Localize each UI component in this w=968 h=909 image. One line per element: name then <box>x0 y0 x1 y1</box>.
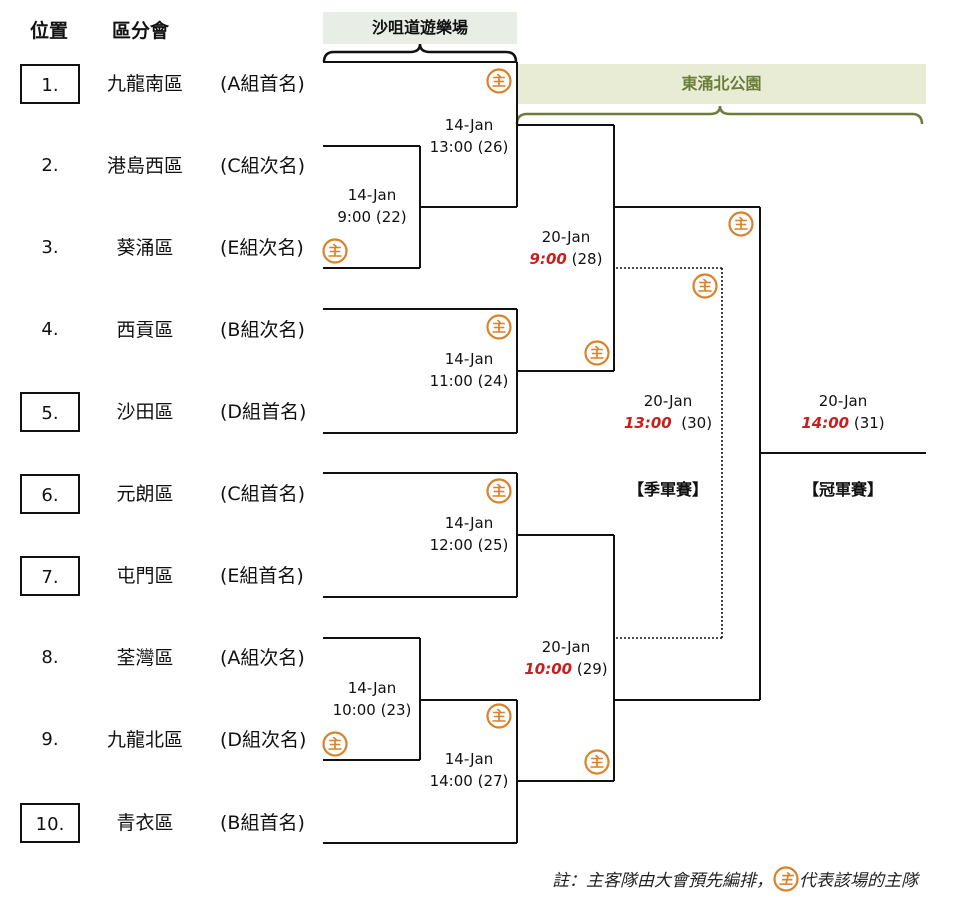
group-9: (D組次名) <box>220 729 307 751</box>
district-2: 港島西區 <box>106 155 183 177</box>
match-22-label: 14-Jan 9:00 (22) <box>337 186 407 226</box>
district-7: 屯門區 <box>116 565 174 587</box>
match-29-label: 20-Jan 10:00 (29) <box>524 638 608 678</box>
match-28-label: 20-Jan 9:00 (28) <box>529 228 603 268</box>
match-24-label: 14-Jan 11:00 (24) <box>429 350 509 390</box>
home-team-icon: 主 <box>486 68 512 94</box>
home-team-icon: 主 <box>322 238 348 264</box>
group-1: (A組首名) <box>220 73 305 95</box>
home-team-icon: 主 <box>728 211 754 237</box>
svg-text:主: 主 <box>492 708 506 725</box>
final-title: 【冠軍賽】 <box>802 480 884 499</box>
match-30-label: 20-Jan 13:00 (30) <box>623 392 713 432</box>
position-box-5: 5. <box>20 392 80 432</box>
district-5: 沙田區 <box>116 401 174 423</box>
header-position: 位置 <box>30 20 69 42</box>
home-team-icon: 主 <box>584 340 610 366</box>
home-team-icon: 主 <box>322 731 348 757</box>
svg-text:主: 主 <box>328 243 342 260</box>
position-box-7: 7. <box>20 556 80 596</box>
home-team-icon: 主 <box>486 314 512 340</box>
group-2: (C組次名) <box>220 155 306 177</box>
home-team-icon: 主 <box>692 273 718 299</box>
district-9: 九龍北區 <box>106 729 183 751</box>
home-team-icon: 主 <box>486 703 512 729</box>
home-team-icon: 主 <box>486 478 512 504</box>
home-team-icon: 主 <box>773 866 799 892</box>
match-23-label: 14-Jan 10:00 (23) <box>332 679 412 719</box>
svg-text:主: 主 <box>492 483 506 500</box>
position-9: 9. <box>41 729 59 750</box>
home-team-icon: 主 <box>584 749 610 775</box>
svg-text:主: 主 <box>734 216 748 233</box>
position-8: 8. <box>41 647 59 668</box>
district-10: 青衣區 <box>116 812 174 834</box>
group-5: (D組首名) <box>220 401 307 423</box>
svg-text:主: 主 <box>590 345 604 362</box>
group-4: (B組次名) <box>220 319 305 341</box>
match-25-label: 14-Jan 12:00 (25) <box>429 514 509 554</box>
position-box-1: 1. <box>20 64 80 104</box>
district-1: 九龍南區 <box>106 73 183 95</box>
match-26-label: 14-Jan 13:00 (26) <box>429 116 509 156</box>
svg-text:主: 主 <box>590 754 604 771</box>
venue-right-brace <box>515 105 924 125</box>
venue-right-label: 東涌北公園 <box>517 64 926 104</box>
group-3: (E組次名) <box>220 237 304 259</box>
venue-left-label: 沙咀道遊樂場 <box>323 12 517 44</box>
venue-left-brace <box>322 43 518 63</box>
header-district: 區分會 <box>112 20 170 42</box>
district-6: 元朗區 <box>116 483 174 505</box>
position-2: 2. <box>41 155 59 176</box>
group-8: (A組次名) <box>220 647 305 669</box>
position-3: 3. <box>41 237 59 258</box>
match-27-label: 14-Jan 14:00 (27) <box>429 750 509 790</box>
position-4: 4. <box>41 319 59 340</box>
svg-text:主: 主 <box>779 871 795 888</box>
district-8: 荃灣區 <box>116 647 174 669</box>
footnote: 註：主客隊由大會預先編排，主代表該場的主隊 <box>552 866 918 894</box>
district-3: 葵涌區 <box>116 237 174 259</box>
svg-text:主: 主 <box>328 736 342 753</box>
group-7: (E組首名) <box>220 565 304 587</box>
third-place-title: 【季軍賽】 <box>627 480 709 499</box>
group-6: (C組首名) <box>220 483 306 505</box>
position-box-6: 6. <box>20 474 80 514</box>
match-31-label: 20-Jan 14:00 (31) <box>801 392 885 432</box>
position-box-10: 10. <box>20 803 80 843</box>
svg-text:主: 主 <box>492 319 506 336</box>
district-4: 西貢區 <box>116 319 174 341</box>
svg-text:主: 主 <box>492 73 506 90</box>
svg-text:主: 主 <box>698 278 712 295</box>
group-10: (B組首名) <box>220 812 305 834</box>
